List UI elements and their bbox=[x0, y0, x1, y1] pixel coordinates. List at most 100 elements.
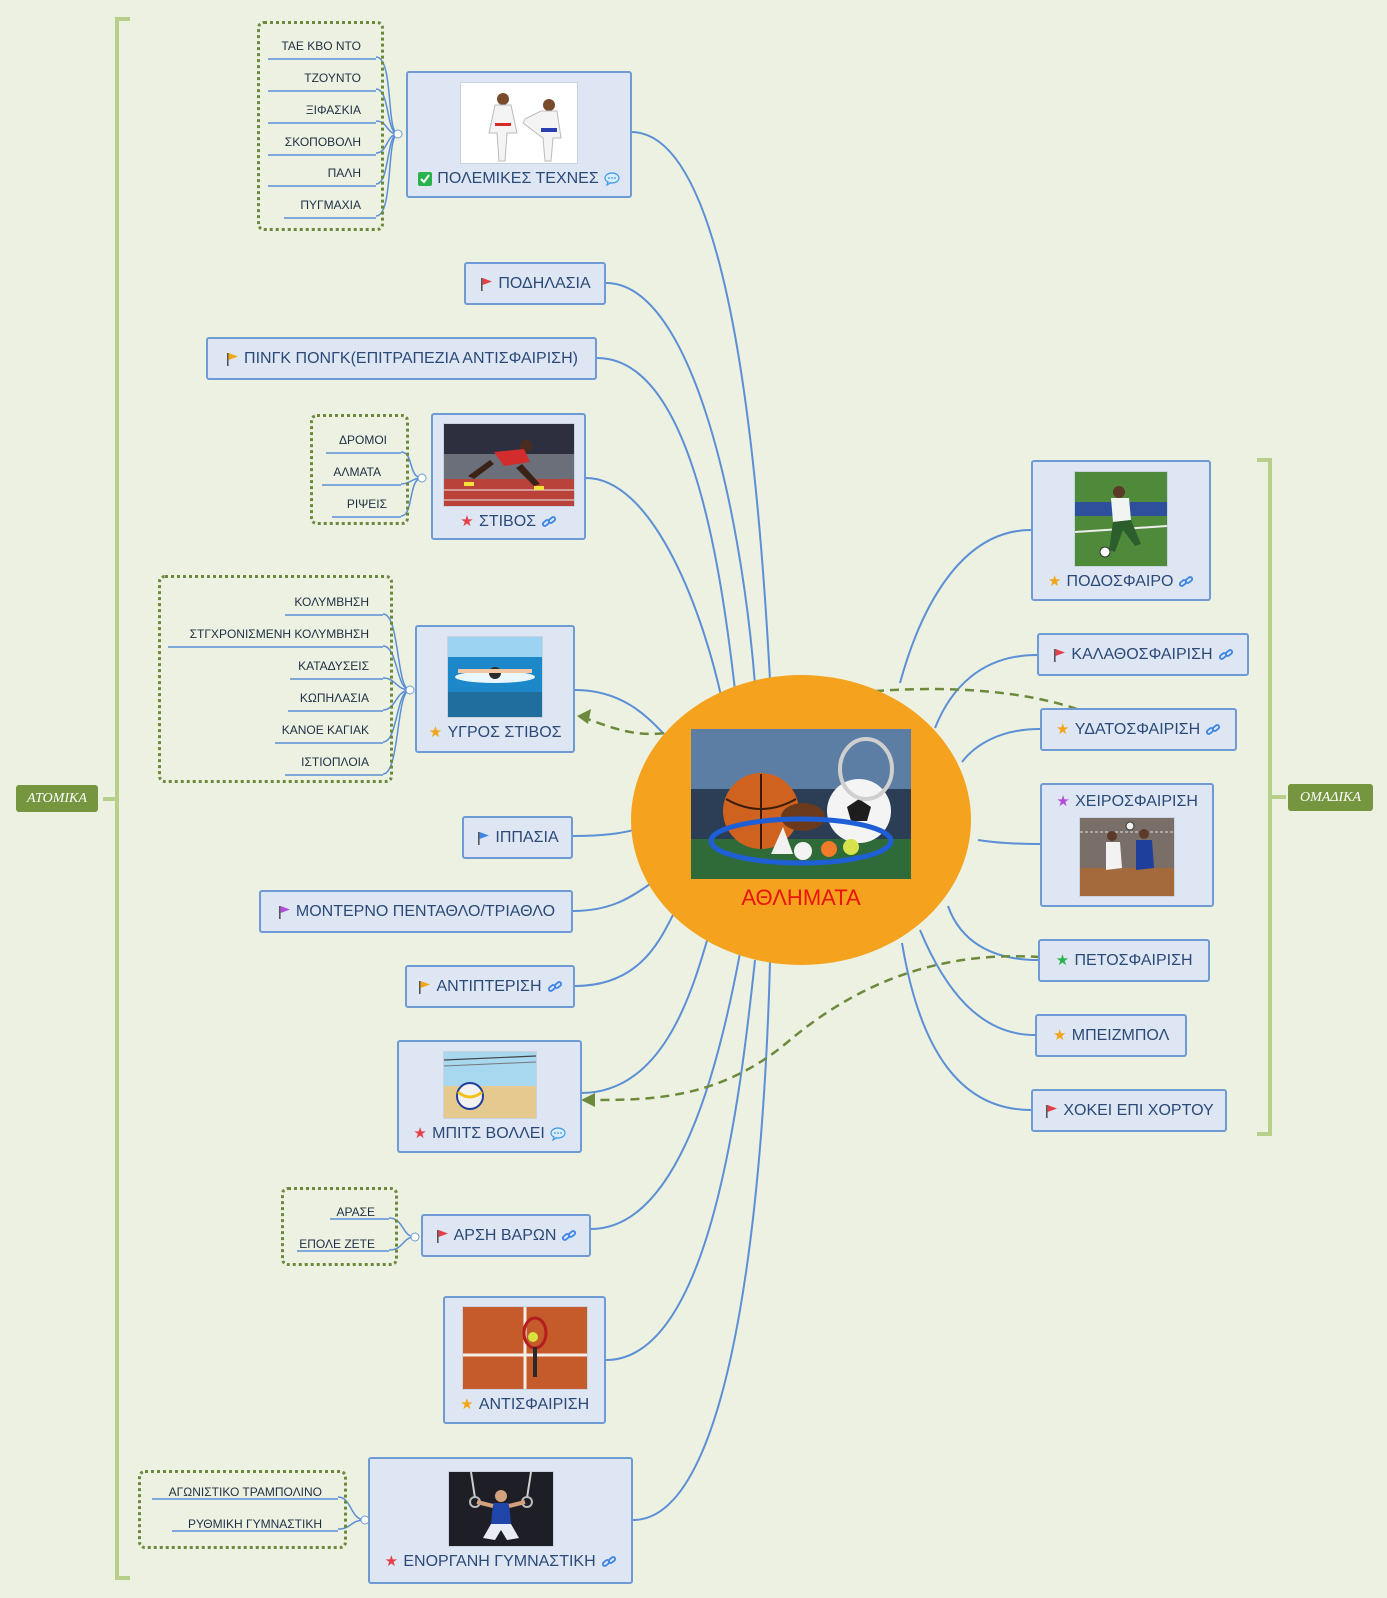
subtopic-item[interactable]: ΑΛΜΑΤΑ bbox=[333, 465, 381, 479]
flag-orange-icon bbox=[417, 980, 431, 994]
topic-label: ΠΙΝΓΚ ΠΟΝΓΚ(ΕΠΙΤΡΑΠΕΖΙΑ ΑΝΤΙΣΦΑΙΡΙΣΗ) bbox=[244, 349, 578, 367]
gymnast-image bbox=[447, 1470, 554, 1547]
star-red-icon: ★ bbox=[413, 1124, 427, 1142]
comment-icon[interactable] bbox=[550, 1127, 566, 1141]
topic-handball[interactable]: ★ΧΕΙΡΟΣΦΑΙΡΙΣΗ bbox=[1040, 783, 1214, 907]
connector bbox=[605, 282, 756, 685]
topic-gymnastics[interactable]: ★ΕΝΟΡΓΑΝΗ ΓΥΜΝΑΣΤΙΚΗ bbox=[368, 1457, 633, 1584]
subtopic-item[interactable]: ΤΑΕ ΚΒΟ ΝΤΟ bbox=[281, 39, 361, 53]
topic-martial-arts[interactable]: ΠΟΛΕΜΙΚΕΣ ΤΕΧΝΕΣ bbox=[406, 71, 632, 198]
topic-label: ΧΕΙΡΟΣΦΑΙΡΙΣΗ bbox=[1075, 793, 1198, 810]
topic-label: ΧΟΚΕΙ ΕΠΙ ΧΟΡΤΟΥ bbox=[1063, 1101, 1214, 1119]
topic-badminton[interactable]: ΑΝΤΙΠΤΕΡΙΣΗ bbox=[405, 965, 575, 1008]
subtopic-item[interactable]: ΤΖΟΥΝΤΟ bbox=[304, 71, 361, 85]
topic-pentathlon[interactable]: ΜΟΝΤΕΡΝΟ ΠΕΝΤΑΘΛΟ/ΤΡΙΑΘΛΟ bbox=[259, 890, 573, 933]
topic-aquatics[interactable]: ★ΥΓΡΟΣ ΣΤΙΒΟΣ bbox=[415, 625, 575, 753]
connector bbox=[590, 952, 741, 1230]
subtopic-item[interactable]: ΠΥΓΜΑΧΙΑ bbox=[300, 198, 361, 212]
swimmer-image bbox=[447, 636, 543, 718]
subtopic-item[interactable]: ΕΠΟΛΕ ΖΕΤΕ bbox=[299, 1237, 375, 1251]
boundary-label-omadika[interactable]: ΟΜΑΔΙΚΑ bbox=[1288, 784, 1373, 811]
flag-red-icon bbox=[435, 1229, 449, 1243]
connector bbox=[919, 929, 1036, 1036]
link-icon[interactable] bbox=[547, 980, 563, 994]
connector bbox=[585, 477, 723, 701]
flag-red-icon bbox=[479, 277, 493, 291]
connector bbox=[630, 131, 771, 681]
link-icon[interactable] bbox=[601, 1555, 617, 1569]
link-icon[interactable] bbox=[541, 515, 557, 529]
flag-purple-icon bbox=[277, 905, 291, 919]
link-icon[interactable] bbox=[561, 1229, 577, 1243]
topic-label: ΑΡΣΗ ΒΑΡΩΝ bbox=[453, 1226, 557, 1244]
flag-orange-icon bbox=[225, 352, 239, 366]
subtopic-item[interactable]: ΔΡΟΜΟΙ bbox=[338, 433, 387, 447]
topic-weightlifting[interactable]: ΑΡΣΗ ΒΑΡΩΝ bbox=[421, 1214, 591, 1257]
football-player-image bbox=[1074, 470, 1168, 567]
connector bbox=[572, 883, 651, 912]
boundary-label-atomika[interactable]: ΑΤΟΜΙΚΑ bbox=[16, 785, 98, 812]
star-red-icon: ★ bbox=[460, 512, 474, 530]
subtopic-item[interactable]: ΚΩΠΗΛΑΣΙΑ bbox=[299, 691, 369, 705]
relationship-line bbox=[589, 954, 1041, 1102]
star-orange-icon: ★ bbox=[1047, 572, 1062, 590]
subtopic-item[interactable]: ΡΙΨΕΙΣ bbox=[346, 497, 387, 511]
subtopic-item[interactable]: ΑΓΩΝΙΣΤΙΚΟ ΤΡΑΜΠΟΛΙΝΟ bbox=[168, 1485, 322, 1499]
topic-beach-volley[interactable]: ★ΜΠΙΤΣ ΒΟΛΛΕΙ bbox=[397, 1040, 582, 1153]
subtopic-item[interactable]: ΣΚΟΠΟΒΟΛΗ bbox=[284, 135, 361, 149]
subtopic-item[interactable]: ΚΑΤΑΔΥΣΕΙΣ bbox=[298, 659, 369, 673]
central-topic-title: ΑΘΛΗΜΑΤΑ bbox=[741, 885, 861, 910]
subtopic-item[interactable]: ΠΑΛΗ bbox=[327, 166, 361, 180]
subtopic-item[interactable]: ΑΡΑΣΕ bbox=[336, 1205, 375, 1219]
connector bbox=[572, 829, 635, 837]
topic-label: ΚΑΛΑΘΟΣΦΑΙΡΙΣΗ bbox=[1071, 645, 1213, 663]
subtopic-group-track bbox=[310, 414, 409, 525]
subtopic-item[interactable]: ΚΑΝΟΕ ΚΑΓΙΑΚ bbox=[281, 723, 369, 737]
topic-water-polo[interactable]: ★ΥΔΑΤΟΣΦΑΙΡΙΣΗ bbox=[1040, 708, 1237, 751]
topic-baseball[interactable]: ★ΜΠΕΙΖΜΠΟΛ bbox=[1035, 1014, 1187, 1057]
connector bbox=[574, 689, 666, 736]
topic-label: ΑΝΤΙΠΤΕΡΙΣΗ bbox=[436, 977, 542, 995]
link-icon[interactable] bbox=[1205, 723, 1221, 737]
topic-label: ΥΓΡΟΣ ΣΤΙΒΟΣ bbox=[447, 724, 562, 741]
topic-volleyball[interactable]: ★ΠΕΤΟΣΦΑΙΡΙΣΗ bbox=[1038, 939, 1210, 982]
topic-tennis[interactable]: ★ΑΝΤΙΣΦΑΙΡΙΣΗ bbox=[443, 1296, 606, 1424]
topic-track[interactable]: ★ΣΤΙΒΟΣ bbox=[431, 413, 586, 540]
comment-icon[interactable] bbox=[604, 172, 620, 186]
connector bbox=[961, 728, 1041, 763]
star-orange-icon: ★ bbox=[1053, 1026, 1067, 1044]
connector bbox=[899, 529, 1032, 684]
topic-equestrian[interactable]: ΙΠΠΑΣΙΑ bbox=[462, 816, 573, 859]
subtopic-group-gymnastics bbox=[138, 1470, 347, 1549]
topic-label: ΥΔΑΤΟΣΦΑΙΡΙΣΗ bbox=[1074, 720, 1201, 738]
connector bbox=[901, 942, 1032, 1111]
connector bbox=[977, 839, 1041, 845]
topic-football[interactable]: ★ΠΟΔΟΣΦΑΙΡΟ bbox=[1031, 460, 1211, 601]
subtopic-item[interactable]: ΙΣΤΙΟΠΛΟΙΑ bbox=[301, 755, 369, 769]
subtopic-item[interactable]: ΣΤΓΧΡΟΝΙΣΜΕΝΗ ΚΟΛΥΜΒΗΣΗ bbox=[189, 627, 369, 641]
topic-label: ΠΟΔΟΣΦΑΙΡΟ bbox=[1066, 572, 1174, 590]
topic-label: ΣΤΙΒΟΣ bbox=[478, 512, 537, 530]
handball-players-image bbox=[1079, 817, 1175, 897]
subtopic-group-martial-arts bbox=[257, 21, 384, 231]
link-icon[interactable] bbox=[1178, 575, 1194, 589]
topic-label: ΕΝΟΡΓΑΝΗ ΓΥΜΝΑΣΤΙΚΗ bbox=[403, 1552, 596, 1570]
topic-basketball[interactable]: ΚΑΛΑΘΟΣΦΑΙΡΙΣΗ bbox=[1037, 633, 1249, 676]
star-green-icon: ★ bbox=[1055, 951, 1070, 969]
boundary-bracket-right bbox=[1257, 458, 1272, 1136]
task-icon bbox=[418, 172, 432, 186]
tennis-court-image bbox=[461, 1306, 588, 1390]
central-topic[interactable]: ΑΘΛΗΜΑΤΑ bbox=[631, 675, 971, 965]
topic-cycling[interactable]: ΠΟΔΗΛΑΣΙΑ bbox=[464, 262, 606, 305]
topic-field-hockey[interactable]: ΧΟΚΕΙ ΕΠΙ ΧΟΡΤΟΥ bbox=[1031, 1089, 1227, 1132]
subtopic-group-aquatics bbox=[158, 575, 393, 783]
sports-balls-image bbox=[691, 729, 911, 879]
subtopic-item[interactable]: ΡΥΘΜΙΚΗ ΓΥΜΝΑΣΤΙΚΗ bbox=[187, 1517, 322, 1531]
link-icon[interactable] bbox=[1218, 648, 1234, 662]
topic-label: ΑΝΤΙΣΦΑΙΡΙΣΗ bbox=[478, 1396, 590, 1413]
topic-table-tennis[interactable]: ΠΙΝΓΚ ΠΟΝΓΚ(ΕΠΙΤΡΑΠΕΖΙΑ ΑΝΤΙΣΦΑΙΡΙΣΗ) bbox=[206, 337, 597, 380]
subtopic-item[interactable]: ΚΟΛΥΜΒΗΣΗ bbox=[294, 595, 369, 609]
subtopic-item[interactable]: ΞΙΦΑΣΚΙΑ bbox=[305, 103, 361, 117]
flag-red-icon bbox=[1044, 1104, 1058, 1118]
connector bbox=[934, 654, 1038, 729]
